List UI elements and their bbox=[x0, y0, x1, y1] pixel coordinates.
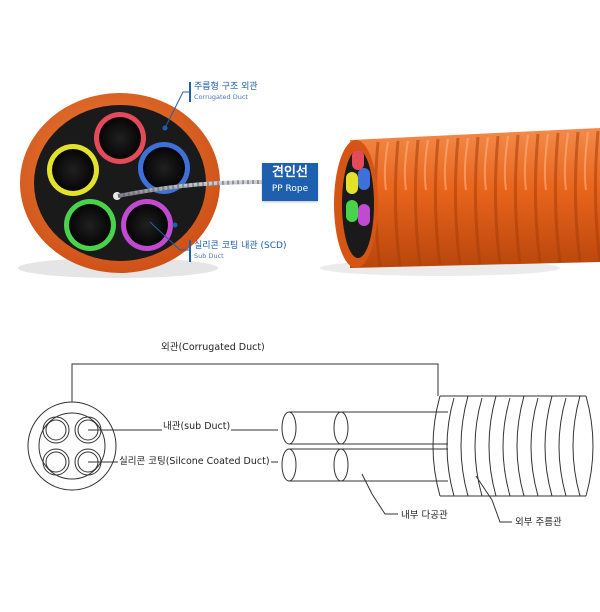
outer-duct-label-en: Corrugated Duct bbox=[194, 93, 248, 101]
duct-end-view bbox=[20, 93, 220, 273]
sub-duct-tube-yellow bbox=[47, 144, 99, 196]
outer-duct-bracket bbox=[71, 363, 439, 402]
duct-photo-illustration bbox=[18, 82, 600, 278]
inner-multi-leader bbox=[361, 473, 398, 515]
corrugated-duct-side-view bbox=[320, 128, 600, 276]
outer-corrugated-leader bbox=[475, 475, 512, 523]
cross-section-outer bbox=[27, 401, 117, 491]
sub-duct-tube-red bbox=[94, 112, 146, 164]
sub-duct-tube-purple bbox=[121, 199, 173, 251]
pp-rope-label-ko: 견인선 bbox=[272, 165, 308, 180]
outer-duct-callout: 주름형 구조 외관 Corrugated Duct bbox=[194, 82, 258, 102]
inner-multi-duct-label: 내부 다공관 bbox=[400, 507, 449, 521]
outer-corrugated-label: 외부 주름관 bbox=[514, 514, 563, 528]
pp-rope-callout: 견인선 PP Rope bbox=[262, 163, 318, 201]
inner-duct-drawing-label: 내관(sub Duct) bbox=[162, 418, 232, 432]
outer-duct-drawing-label: 외관(Corrugated Duct) bbox=[160, 339, 266, 353]
sub-duct-callout: 실리콘 코팅 내관 (SCD) Sub Duct bbox=[194, 241, 287, 261]
sub-duct-label-ko: 실리콘 코팅 내관 (SCD) bbox=[194, 241, 287, 251]
sub-duct-tube-blue bbox=[138, 142, 190, 194]
sub-duct-leader bbox=[149, 221, 190, 251]
sub-duct-tube-green bbox=[64, 199, 116, 251]
coating-drawing-label: 실리콘 코팅(Silcone Coated Duct) bbox=[118, 453, 271, 467]
duct-line-drawing bbox=[27, 363, 594, 523]
outer-duct-label-ko: 주름형 구조 외관 bbox=[194, 82, 258, 92]
sub-duct-label-en: Sub Duct bbox=[194, 252, 224, 260]
corrugated-outer-side-view bbox=[432, 395, 594, 497]
inner-tubes-side-view bbox=[281, 411, 448, 482]
outer-duct-leader bbox=[164, 91, 190, 129]
pp-rope-label-en: PP Rope bbox=[271, 184, 309, 194]
